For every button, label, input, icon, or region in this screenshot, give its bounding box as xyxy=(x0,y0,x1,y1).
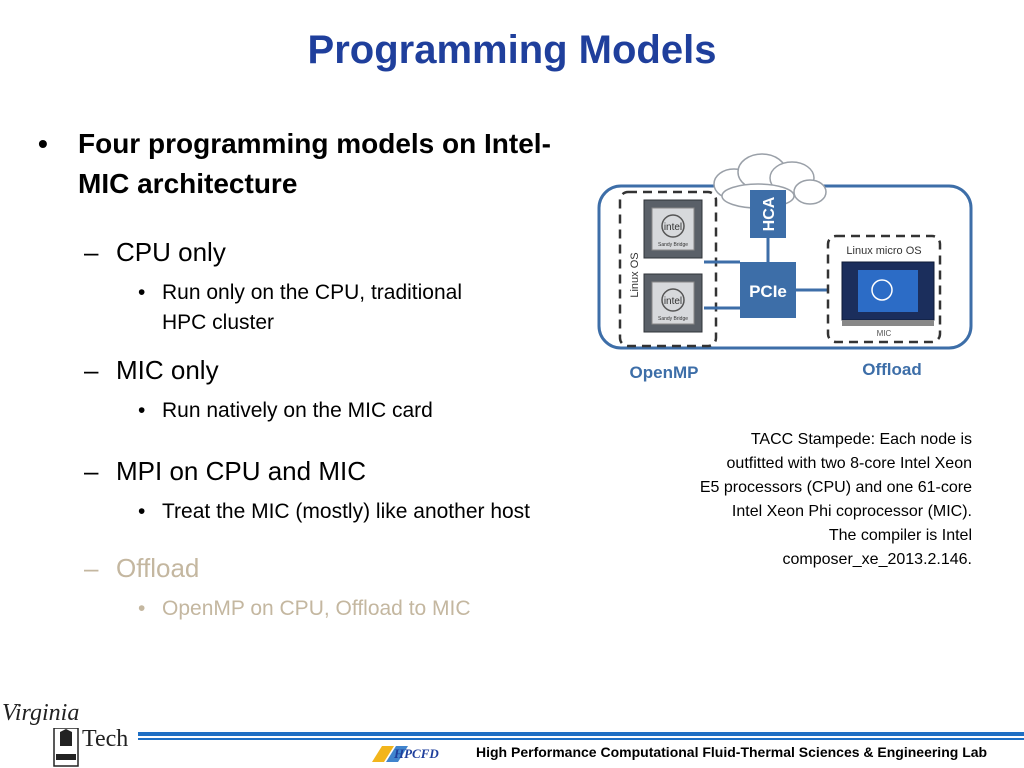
hca-block xyxy=(750,190,786,238)
chip-subtitle-text: Sandy Bridge xyxy=(658,242,688,248)
cpu-chip-icon: intel Sandy Bridge xyxy=(643,199,703,259)
sub-bullet-label: MPI on CPU and MIC xyxy=(116,456,366,486)
cpu-chip-icon: intel Sandy Bridge xyxy=(643,273,703,333)
diagram-caption: TACC Stampede: Each node is outfitted wi… xyxy=(640,428,972,572)
hca-label: HCA xyxy=(761,196,778,231)
lab-name: High Performance Computational Fluid-The… xyxy=(476,744,988,760)
detail-line: Run natively on the MIC card xyxy=(162,399,433,422)
detail-line: HPC cluster xyxy=(162,311,275,334)
openmp-label: OpenMP xyxy=(630,363,699,382)
offload-label: Offload xyxy=(862,360,922,379)
main-bullet-text: Four programming models on Intel-MIC arc… xyxy=(78,128,551,199)
detail-line: OpenMP on CPU, Offload to MIC xyxy=(162,597,471,620)
bullet-list: • Four programming models on Intel-MIC a… xyxy=(38,128,551,620)
dash-marker: – xyxy=(84,553,99,583)
dash-marker: – xyxy=(84,237,99,267)
sub-bullet-label: MIC only xyxy=(116,355,219,385)
hpcfd-logo-text: HPCFD xyxy=(393,746,439,761)
caption-line: composer_xe_2013.2.146. xyxy=(782,551,972,568)
hpcfd-logo: HPCFD xyxy=(372,746,439,762)
bullet-marker: • xyxy=(38,128,48,159)
dot-marker: • xyxy=(138,500,146,523)
dash-marker: – xyxy=(84,355,99,385)
virginia-tech-logo: Virginia Tech xyxy=(0,700,138,768)
caption-line: outfitted with two 8-core Intel Xeon xyxy=(726,455,972,472)
chip-brand-text: intel xyxy=(664,222,682,233)
footer-rule xyxy=(138,738,1024,740)
hokie-pylon-icon xyxy=(53,728,79,767)
dot-marker: • xyxy=(138,281,146,304)
dot-marker: • xyxy=(138,597,146,620)
caption-line: Intel Xeon Phi coprocessor (MIC). xyxy=(731,503,972,520)
logo-virginia-text: Virginia xyxy=(2,700,80,726)
sub-bullet-mic-only: –MIC only xyxy=(84,354,219,386)
sub-bullet-label: Offload xyxy=(116,553,200,583)
sub-bullet-offload: –Offload xyxy=(84,552,199,584)
sub-bullet-label: CPU only xyxy=(116,237,226,267)
caption-line: The compiler is Intel xyxy=(828,527,972,544)
caption-line: E5 processors (CPU) and one 61-core xyxy=(699,479,972,496)
logo-tech-text: Tech xyxy=(82,726,129,752)
sub-bullet-mpi: –MPI on CPU and MIC xyxy=(84,455,366,487)
footer-rule xyxy=(138,732,1024,736)
detail-line: Treat the MIC (mostly) like another host xyxy=(162,500,531,523)
mic-card-icon xyxy=(841,261,935,326)
pcie-label: PCIe xyxy=(749,282,787,301)
dot-marker: • xyxy=(138,399,146,422)
mic-os-label: Linux micro OS xyxy=(846,245,921,257)
mic-card-label: MIC xyxy=(877,329,892,338)
mic-dashed-box xyxy=(826,234,942,344)
dash-marker: – xyxy=(84,456,99,486)
sub-bullet-cpu-only: –CPU only xyxy=(84,236,226,268)
pcie-block xyxy=(740,262,796,318)
left-os-label: Linux OS xyxy=(629,252,641,297)
slide-title: Programming Models xyxy=(307,28,717,72)
architecture-diagram: Linux OS intel Sandy Bridge intel Sandy … xyxy=(597,153,973,382)
detail-line: Run only on the CPU, traditional xyxy=(162,281,462,304)
bus-lines xyxy=(704,238,828,310)
chip-subtitle-text: Sandy Bridge xyxy=(658,316,688,322)
chip-brand-text: intel xyxy=(664,296,682,307)
caption-line: TACC Stampede: Each node is xyxy=(750,431,972,448)
